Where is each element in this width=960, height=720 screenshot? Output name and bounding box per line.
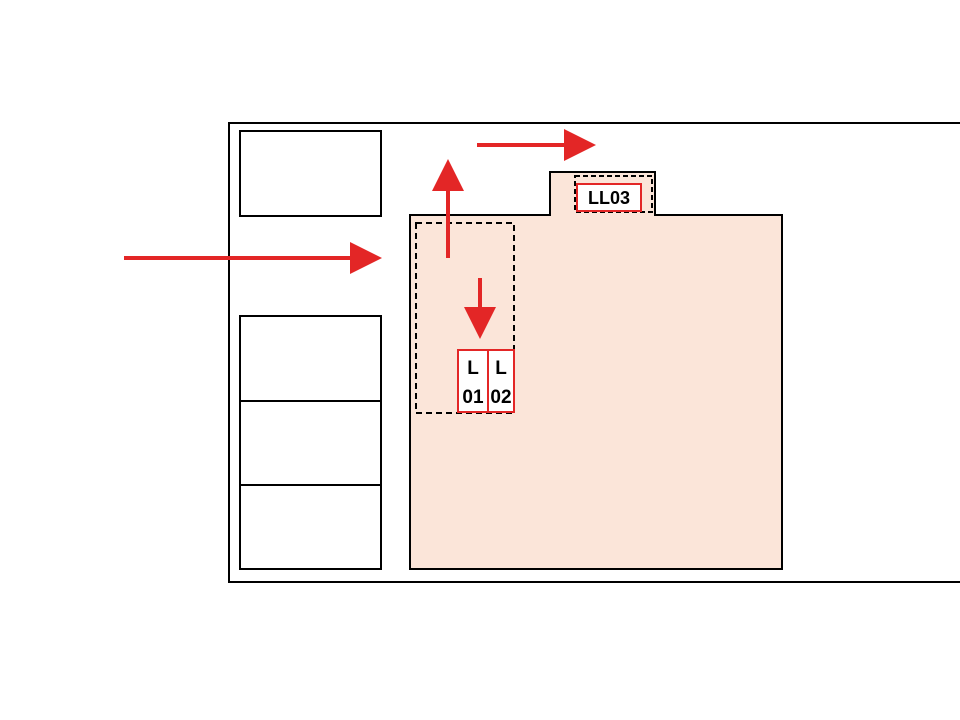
dashed-annex-area (574, 175, 653, 213)
room-left-3 (239, 484, 382, 570)
room-left-1 (239, 315, 382, 402)
room-top-left (239, 130, 382, 217)
l02-label-top: L (495, 358, 507, 379)
l01-box (457, 349, 489, 413)
l02-box (487, 349, 515, 413)
room-left-2 (239, 400, 382, 486)
ll03-label: LL03 (588, 188, 630, 208)
dashed-staging-area (415, 222, 515, 414)
l02-label-bottom: 02 (490, 387, 511, 408)
l01-label-top: L (467, 358, 479, 379)
building-outline (228, 122, 960, 583)
l01-label-bottom: 01 (462, 387, 484, 408)
ll03-box (576, 183, 642, 212)
